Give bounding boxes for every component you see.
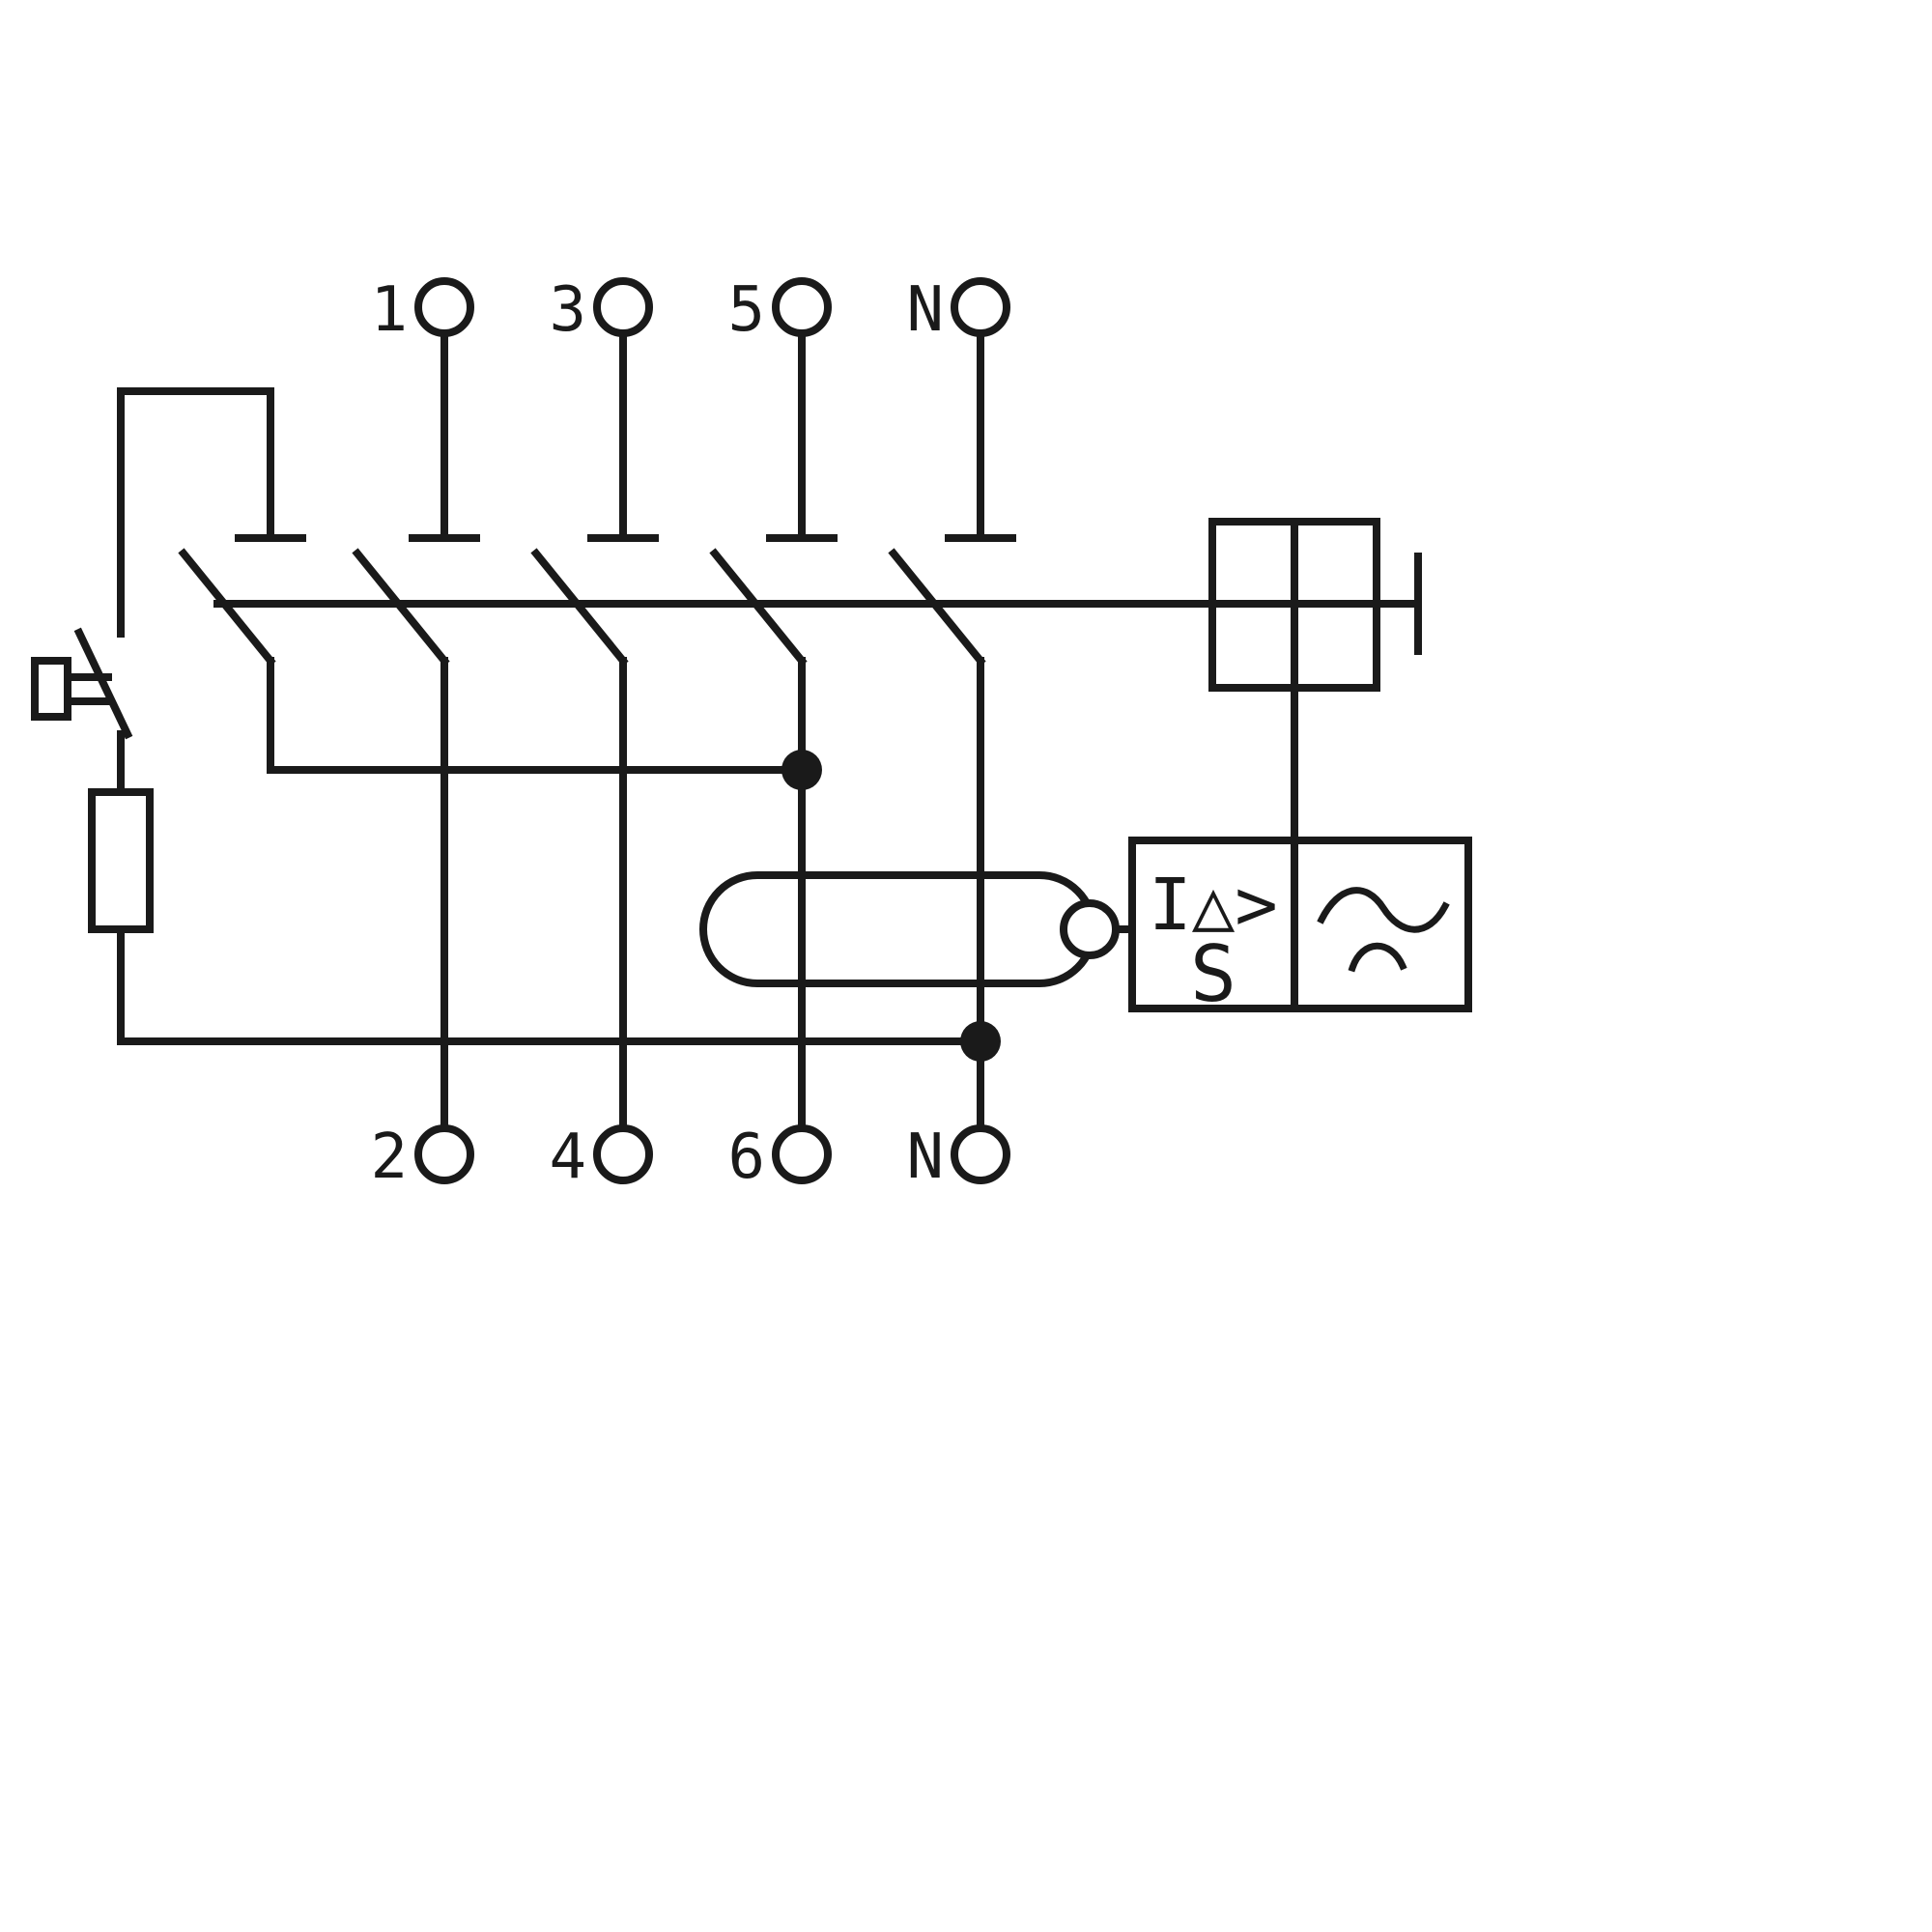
terminal-2-circle: [414, 1124, 474, 1184]
test-button: [31, 387, 133, 796]
terminal-n-top-circle: [951, 277, 1010, 337]
test-switch-blade: [178, 548, 276, 667]
terminal-5-circle: [772, 277, 832, 337]
junction-dot-pole3: [781, 750, 822, 790]
test-resistor: [88, 788, 984, 1045]
terminal-4-label: 4: [549, 1122, 586, 1193]
toroid-secondary-winding: [1060, 899, 1120, 959]
terminal-6-label: 6: [727, 1122, 765, 1193]
surge-wave-small-arc-icon: [1348, 942, 1407, 973]
terminal-4-circle: [593, 1124, 653, 1184]
terminal-n-bottom-label: N: [906, 1122, 944, 1193]
terminal-n-top-label: N: [906, 274, 944, 346]
trip-selectivity-label: S: [1190, 929, 1236, 1019]
mechanism-block: [1208, 518, 1380, 844]
trip-block-outline: [1128, 837, 1472, 1012]
junction-dots: [781, 750, 1001, 1062]
terminal-6-circle: [772, 1124, 832, 1184]
test-button-contact-blade: [73, 627, 133, 740]
switch-pole-3: [709, 330, 838, 1131]
test-resistor-body: [88, 788, 154, 933]
junction-dot-neutral: [960, 1021, 1001, 1062]
trip-function-label: I△>: [1149, 864, 1278, 947]
test-contact-pole: [117, 387, 806, 774]
terminal-3-circle: [593, 277, 653, 337]
switch-pole-2: [530, 330, 659, 1131]
terminal-5-label: 5: [727, 274, 765, 346]
top-terminals: [414, 277, 1010, 337]
terminal-3-label: 3: [549, 274, 586, 346]
surge-wave-icon: [1317, 887, 1450, 933]
diagram-labels: 1 3 5 N 2 4 6 N I△> S: [370, 274, 1277, 1193]
circuit-lines: [31, 277, 1472, 1184]
switch-pole-neutral: [888, 330, 1016, 1131]
trip-relay-block: [1128, 837, 1472, 1012]
terminal-n-bottom-circle: [951, 1124, 1010, 1184]
toroid-core: [699, 871, 1097, 987]
test-button-cap: [31, 657, 71, 721]
current-transformer-toroid: [699, 871, 1136, 987]
switch-pole-1: [352, 330, 480, 1131]
terminal-1-label: 1: [370, 274, 408, 346]
terminal-2-label: 2: [370, 1122, 408, 1193]
terminal-1-circle: [414, 277, 474, 337]
